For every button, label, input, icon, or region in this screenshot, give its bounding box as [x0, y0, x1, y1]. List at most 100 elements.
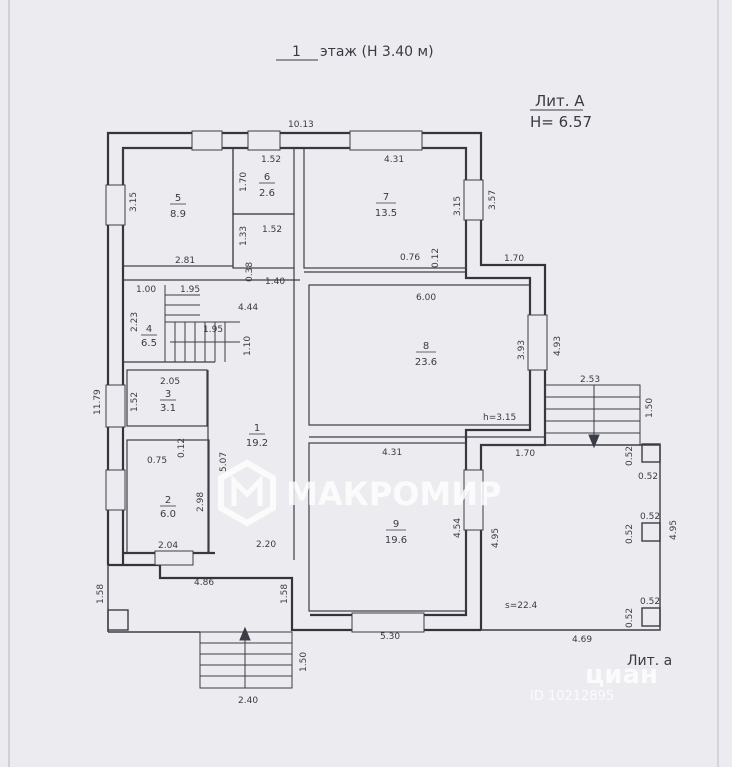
- svg-text:6.5: 6.5: [141, 338, 157, 349]
- svg-text:9: 9: [393, 519, 399, 530]
- dim-top-total: 10.13: [288, 120, 314, 130]
- svg-text:6: 6: [264, 172, 270, 183]
- room-5: 5 8.9 3.15 2.81: [129, 192, 195, 266]
- svg-text:1.70: 1.70: [504, 254, 524, 264]
- lit-a-label: Лит. А: [535, 92, 585, 110]
- room-4: 4 6.5 1.00 1.95 2.23 1.95 1.10: [130, 285, 253, 356]
- dim-stairs-depth: 1.50: [645, 398, 655, 418]
- svg-text:5.07: 5.07: [219, 452, 229, 472]
- svg-text:3: 3: [165, 389, 171, 400]
- svg-text:0.75: 0.75: [147, 456, 167, 466]
- windows: [105, 130, 548, 633]
- svg-text:0.52: 0.52: [625, 608, 635, 628]
- dim-bottom-left-2: 1.58: [280, 584, 290, 604]
- svg-text:1.70: 1.70: [515, 449, 535, 459]
- dim-bottom-wall-2: 2.20: [256, 540, 276, 550]
- svg-text:2.23: 2.23: [130, 312, 140, 332]
- makromir-watermark: МАКРОМИР: [218, 459, 502, 527]
- room-1: 1 19.2 4.44 1.40 5.07: [219, 277, 285, 472]
- dim-bottom-left-1: 1.58: [96, 584, 106, 604]
- dim-porch-width: 2.40: [238, 696, 258, 706]
- overall-dimensions: 10.13 11.79 2.40 1.50 4.86 2.20 1.58 1.5…: [93, 120, 679, 706]
- svg-text:0.52: 0.52: [640, 512, 660, 522]
- svg-text:3.15: 3.15: [129, 192, 139, 212]
- svg-text:2.05: 2.05: [160, 377, 180, 387]
- terrace-area: s=22.4: [505, 601, 538, 611]
- svg-text:0.76: 0.76: [400, 253, 420, 263]
- room-8: 8 23.6 6.00 3.93 4.93: [415, 293, 563, 368]
- svg-text:1.95: 1.95: [180, 285, 200, 295]
- dim-left-total: 11.79: [93, 389, 103, 415]
- svg-text:0.12: 0.12: [431, 248, 441, 268]
- svg-text:1.10: 1.10: [243, 336, 253, 356]
- room-2: 2 6.0 0.75 0.12 2.98 2.04: [147, 438, 206, 551]
- dim-terrace-bottom: 4.69: [572, 635, 592, 645]
- svg-text:0.52: 0.52: [625, 524, 635, 544]
- svg-text:3.15: 3.15: [453, 196, 463, 216]
- svg-text:4.44: 4.44: [238, 303, 258, 313]
- svg-text:1.52: 1.52: [130, 392, 140, 412]
- svg-text:19.6: 19.6: [385, 535, 407, 546]
- interior-stairs: [164, 285, 240, 362]
- building-height: Н= 6.57: [530, 113, 592, 131]
- cian-watermark: циан ID 10212895: [530, 660, 658, 704]
- svg-text:19.2: 19.2: [246, 438, 268, 449]
- svg-text:0.52: 0.52: [640, 597, 660, 607]
- svg-text:1: 1: [254, 423, 260, 434]
- dim-stairs-width: 2.53: [580, 375, 600, 385]
- lit-a-small-label: Лит. а: [627, 653, 672, 669]
- svg-text:1.52: 1.52: [261, 155, 281, 165]
- svg-text:4.93: 4.93: [553, 336, 563, 356]
- svg-text:1.70: 1.70: [239, 172, 249, 192]
- svg-text:2.04: 2.04: [158, 541, 178, 551]
- svg-text:3.93: 3.93: [517, 340, 527, 360]
- svg-text:4.54: 4.54: [453, 518, 463, 538]
- dim-terrace-right: 4.95: [669, 520, 679, 540]
- cian-logo-text: циан: [585, 660, 658, 690]
- svg-text:7: 7: [383, 192, 389, 203]
- misc-dimensions: 1.52 1.33 0.38 3.57 1.70 1.70 0.52 0.52 …: [239, 190, 660, 628]
- svg-text:2.98: 2.98: [196, 492, 206, 512]
- svg-text:1.40: 1.40: [265, 277, 285, 287]
- svg-text:6.00: 6.00: [416, 293, 436, 303]
- svg-text:6.0: 6.0: [160, 509, 176, 520]
- terrace-outline: [107, 443, 661, 633]
- svg-text:3.1: 3.1: [160, 403, 176, 414]
- svg-text:2: 2: [165, 495, 171, 506]
- svg-text:13.5: 13.5: [375, 208, 397, 219]
- entry-porch-stairs: [199, 626, 293, 689]
- svg-text:1.52: 1.52: [262, 225, 282, 235]
- dim-room9-bottom: 5.30: [380, 632, 400, 642]
- room-7: 7 13.5 4.31 3.15 0.76 0.12: [375, 155, 463, 268]
- side-porch-stairs: [544, 384, 641, 449]
- floor-number: 1: [292, 44, 301, 60]
- svg-text:4: 4: [146, 324, 152, 335]
- floor-title: этаж (Н 3.40 м): [320, 44, 434, 60]
- makromir-brand-text: МАКРОМИР: [286, 475, 502, 513]
- svg-text:2.81: 2.81: [175, 256, 195, 266]
- svg-text:0.52: 0.52: [638, 472, 658, 482]
- svg-text:1.95: 1.95: [203, 325, 223, 335]
- svg-text:0.38: 0.38: [245, 262, 255, 282]
- room-3: 3 3.1 2.05 1.52: [130, 377, 180, 414]
- room-9: 9 19.6 4.31 4.54 4.95: [382, 448, 501, 548]
- room-labels: 5 8.9 3.15 2.81 6 2.6 1.52 1.70 7 13.5 4…: [129, 155, 563, 551]
- makromir-logo-icon: [218, 459, 276, 527]
- dim-porch-depth: 1.50: [299, 652, 309, 672]
- svg-text:1.00: 1.00: [136, 285, 156, 295]
- plan-header: 1 этаж (Н 3.40 м) Лит. А Н= 6.57: [276, 44, 592, 131]
- svg-text:5: 5: [175, 193, 181, 204]
- svg-text:2.6: 2.6: [259, 188, 275, 199]
- svg-text:1.33: 1.33: [239, 226, 249, 246]
- ceiling-height: h=3.15: [483, 413, 516, 423]
- svg-text:4.31: 4.31: [384, 155, 404, 165]
- svg-text:8.9: 8.9: [170, 209, 186, 220]
- cian-id-text: ID 10212895: [530, 689, 614, 704]
- svg-text:0.52: 0.52: [625, 446, 635, 466]
- svg-text:4.31: 4.31: [382, 448, 402, 458]
- svg-text:0.12: 0.12: [177, 438, 187, 458]
- svg-text:3.57: 3.57: [488, 190, 498, 210]
- svg-text:4.95: 4.95: [491, 528, 501, 548]
